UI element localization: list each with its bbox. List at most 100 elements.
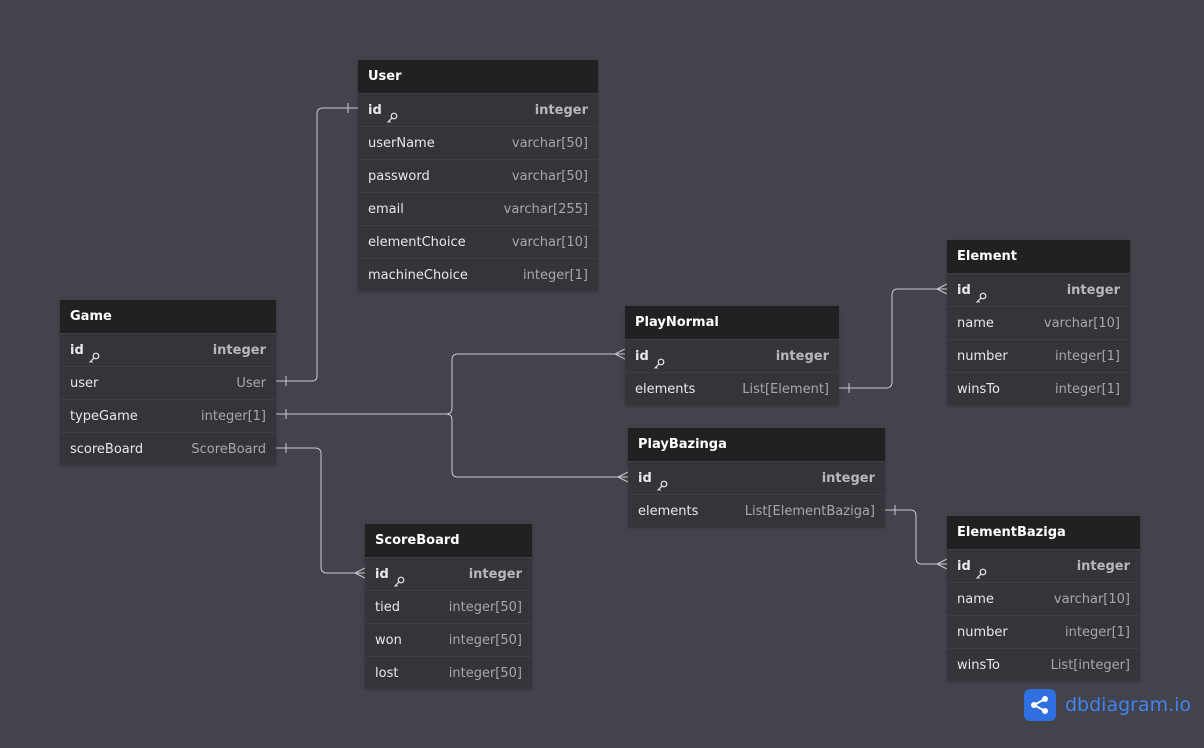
table-row[interactable]: winsTo List[integer]: [947, 648, 1140, 681]
table-row[interactable]: userName varchar[50]: [358, 126, 598, 159]
column-type: integer: [212, 343, 266, 358]
column-name-text: name: [957, 315, 994, 331]
column-name: userName: [368, 127, 435, 159]
table-row[interactable]: won integer[50]: [365, 623, 532, 656]
table-row[interactable]: name varchar[10]: [947, 582, 1140, 615]
column-name-text: scoreBoard: [70, 441, 144, 457]
column-type: varchar[10]: [511, 235, 588, 250]
column-name-text: number: [957, 348, 1008, 364]
table-user[interactable]: User id integer userName varchar[50] password…: [358, 60, 598, 291]
table-row[interactable]: id integer: [358, 93, 598, 126]
column-name: number: [957, 340, 1008, 372]
column-type: integer[50]: [448, 633, 522, 648]
column-name: elementChoice: [368, 226, 466, 258]
table-row[interactable]: id integer: [628, 461, 885, 494]
column-name-text: id: [70, 342, 84, 358]
table-header[interactable]: ElementBaziga: [947, 516, 1140, 549]
table-header[interactable]: PlayBazinga: [628, 428, 885, 461]
column-name: lost: [375, 657, 398, 689]
column-name-text: elementChoice: [368, 234, 466, 250]
table-header[interactable]: User: [358, 60, 598, 93]
column-name-text: id: [375, 566, 389, 582]
dbdiagram-brand-link[interactable]: dbdiagram.io: [1024, 689, 1191, 721]
key-icon: [88, 344, 100, 363]
column-type: integer: [821, 471, 875, 486]
column-name-text: elements: [635, 381, 696, 397]
column-type: varchar[50]: [511, 136, 588, 151]
column-type: integer[50]: [448, 666, 522, 681]
rel-game-typegame-to-playnormal: [276, 353, 625, 415]
table-row[interactable]: number integer[1]: [947, 339, 1130, 372]
table-header[interactable]: Game: [60, 300, 276, 333]
table-header[interactable]: PlayNormal: [625, 306, 839, 339]
rel-crowfoot: [935, 283, 948, 295]
column-name-text: number: [957, 624, 1008, 640]
column-name: number: [957, 616, 1008, 648]
column-name: password: [368, 160, 430, 192]
column-name-text: name: [957, 591, 994, 607]
column-name: winsTo: [957, 373, 1000, 405]
rel-playnormal-elements-to-element-id: [839, 288, 947, 389]
table-row[interactable]: lost integer[50]: [365, 656, 532, 689]
rel-crowfoot: [353, 567, 366, 579]
table-row[interactable]: id integer: [947, 273, 1130, 306]
table-header[interactable]: ScoreBoard: [365, 524, 532, 557]
table-header[interactable]: Element: [947, 240, 1130, 273]
column-name-text: machineChoice: [368, 267, 468, 283]
column-name: id: [957, 274, 987, 306]
column-type: List[Element]: [742, 382, 829, 397]
key-icon: [386, 104, 398, 123]
column-name-text: id: [638, 470, 652, 486]
table-row[interactable]: name varchar[10]: [947, 306, 1130, 339]
column-name-text: id: [957, 558, 971, 574]
table-row[interactable]: id integer: [60, 333, 276, 366]
column-name: machineChoice: [368, 259, 468, 291]
key-icon: [653, 350, 665, 369]
column-name-text: winsTo: [957, 657, 1000, 673]
column-name: won: [375, 624, 402, 656]
table-row[interactable]: elements List[Element]: [625, 372, 839, 405]
column-type: varchar[10]: [1053, 592, 1130, 607]
column-name: id: [638, 462, 668, 494]
column-name-text: password: [368, 168, 430, 184]
column-name: tied: [375, 591, 400, 623]
brand-text: dbdiagram.io: [1065, 694, 1192, 716]
column-type: integer: [534, 103, 588, 118]
column-name: id: [635, 340, 665, 372]
table-row[interactable]: elementChoice varchar[10]: [358, 225, 598, 258]
column-type: integer[1]: [1055, 349, 1120, 364]
share-network-icon: [1024, 689, 1056, 721]
column-name: user: [70, 367, 98, 399]
column-name-text: tied: [375, 599, 400, 615]
column-type: varchar[10]: [1043, 316, 1120, 331]
key-icon: [975, 560, 987, 579]
column-type: integer: [1066, 283, 1120, 298]
column-name-text: email: [368, 201, 404, 217]
key-icon: [656, 472, 668, 491]
column-name: email: [368, 193, 404, 225]
rel-game-scoreboard-to-scoreboard-id: [276, 447, 365, 574]
column-type: List[integer]: [1050, 658, 1130, 673]
column-name-text: id: [368, 102, 382, 118]
column-name-text: typeGame: [70, 408, 138, 424]
